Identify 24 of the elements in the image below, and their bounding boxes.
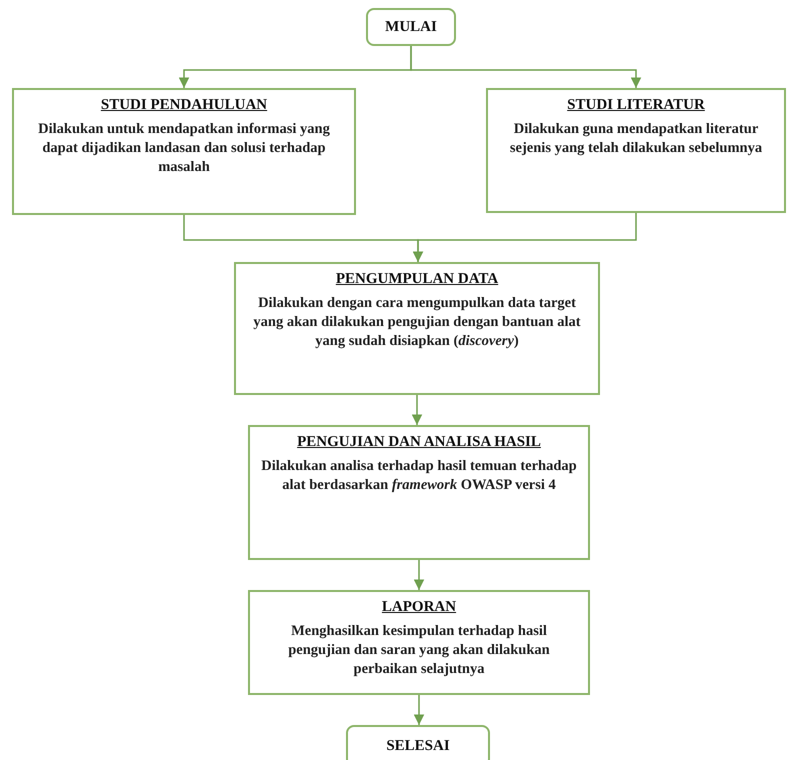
step-title: LAPORAN bbox=[382, 598, 456, 616]
step-description: Dilakukan untuk mendapatkan informasi yang dapat dijadikan landasan dan solusi terhadap masalah bbox=[37, 120, 331, 177]
arrow bbox=[412, 395, 422, 425]
step-description: Dilakukan analisa terhadap hasil temuan terhadap alat berdasarkan framework OWASP versi 4 bbox=[260, 457, 578, 495]
terminal-box bbox=[346, 725, 490, 760]
process-box bbox=[248, 590, 590, 695]
arrow bbox=[410, 46, 642, 88]
process-box bbox=[234, 262, 600, 395]
step-description: Menghasilkan kesimpulan terhadap hasil pengujian dan saran yang akan dilakukan perbaikan selajutnya bbox=[287, 622, 551, 679]
step-title: PENGUJIAN DAN ANALISA HASIL bbox=[297, 433, 541, 451]
arrow bbox=[414, 560, 424, 590]
terminal-label: SELESAI bbox=[386, 738, 450, 754]
step-title: STUDI LITERATUR bbox=[567, 96, 705, 114]
process-box bbox=[248, 425, 590, 560]
arrow bbox=[414, 695, 424, 725]
arrow bbox=[412, 213, 637, 262]
step-title: STUDI PENDAHULUAN bbox=[100, 96, 268, 114]
step-title: PENGUMPULAN DATA bbox=[336, 270, 498, 288]
terminal-box bbox=[366, 8, 456, 46]
step-description: Dilakukan guna mendapatkan literatur sejenis yang telah dilakukan sebelumnya bbox=[508, 120, 764, 158]
step-description: Dilakukan dengan cara mengumpulkan data target yang akan dilakukan pengujian dengan bantuan alat yang sudah disiapkan (discovery) bbox=[252, 294, 582, 351]
terminal-label: MULAI bbox=[385, 18, 437, 36]
process-box bbox=[12, 88, 356, 215]
process-box bbox=[486, 88, 786, 213]
